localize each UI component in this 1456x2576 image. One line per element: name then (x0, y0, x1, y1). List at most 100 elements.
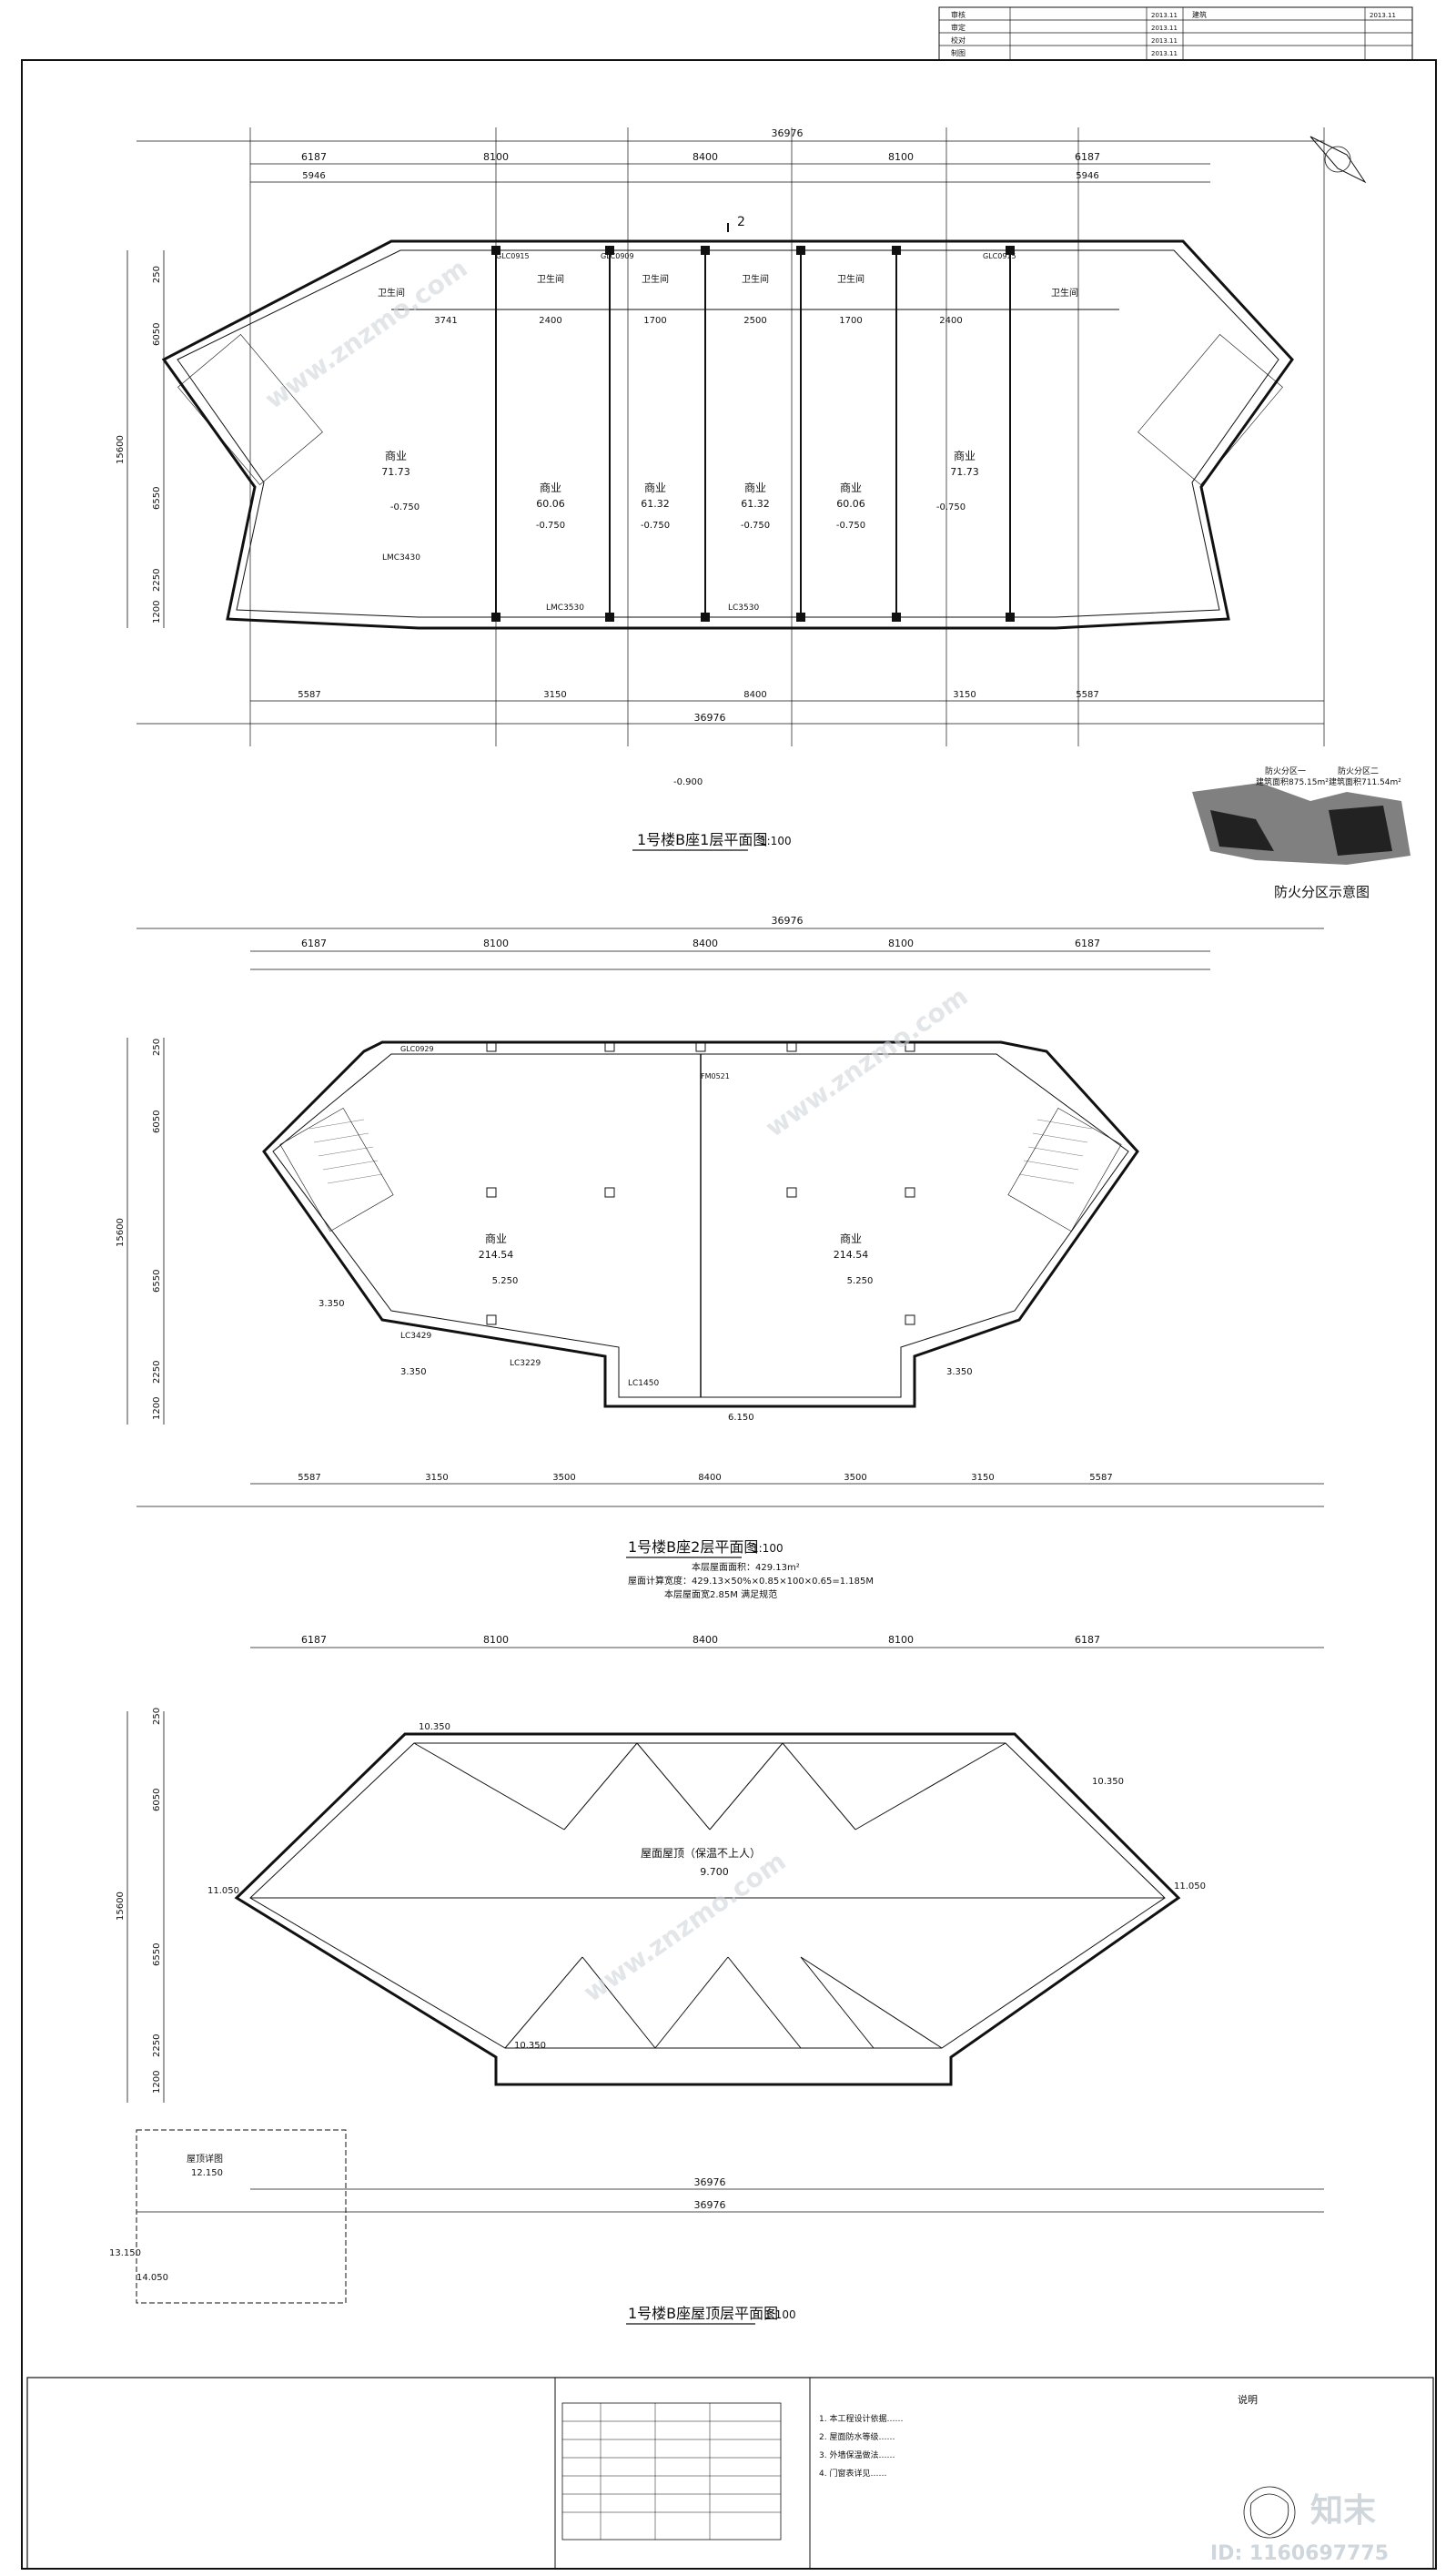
watermark-site-2: www.znzmo.com (578, 1846, 791, 2008)
p1-bay-dim-1: 2400 (539, 316, 561, 326)
p1-toilet-0: 卫生间 (537, 273, 564, 285)
p1-section-tag: 2 (737, 215, 745, 229)
p3-top-dim-3: 8100 (888, 1634, 914, 1646)
site-key-icon (1243, 2486, 1296, 2539)
watermark-site-1: www.znzmo.com (760, 981, 973, 1143)
p1-sub-dim-0: 5946 (302, 171, 325, 181)
svg-text:商业: 商业 (840, 481, 862, 494)
p2-note2: 屋面计算宽度：429.13×50%×0.85×100×0.65=1.185M (628, 1575, 874, 1587)
p2-left-dim-2: 6550 (152, 1270, 162, 1293)
fz-zone2-area: 建筑面积711.54m² (1329, 776, 1401, 787)
p3-level-4: 10.350 (514, 2041, 546, 2051)
p1-bay-dim-3: 2500 (743, 316, 766, 326)
p1-window-tag-0: GLC0915 (496, 252, 530, 260)
svg-text:71.73: 71.73 (381, 466, 410, 478)
p1-bay-dim-0: 3741 (434, 316, 457, 326)
p1-top-dim-2: 8400 (693, 151, 718, 163)
p2-tag-0: LC3429 (400, 1332, 431, 1341)
p2-note1: 本层屋面面积：429.13m² (692, 1561, 800, 1573)
p2-left-dim-3: 15600 (116, 1218, 126, 1247)
tb-right-date: 2013.11 (1370, 12, 1396, 19)
p1-bottom-dim-1: 3150 (543, 690, 566, 700)
title-block: 审核 2013.11 审定 2013.11 校对 2013.11 制图 2013… (938, 6, 1413, 61)
p1-left-dim-3: 15600 (116, 435, 126, 464)
svg-text:60.06: 60.06 (836, 498, 865, 510)
p2-top-dim-0: 6187 (301, 938, 327, 949)
svg-text:商业: 商业 (385, 449, 407, 462)
watermark-brand: 知末 (1310, 2492, 1376, 2530)
p3-left-dim-5: 1200 (152, 2071, 162, 2094)
svg-text:5.250: 5.250 (847, 1276, 874, 1286)
p3-detail-title: 屋顶详图 (187, 2153, 223, 2165)
p2-top-dim-3: 8100 (888, 938, 914, 949)
tb-role-1: 审定 (951, 23, 966, 32)
svg-text:商业: 商业 (540, 481, 561, 494)
p2-level-0: 3.350 (318, 1299, 345, 1309)
p2-left-dim-4: 2250 (152, 1361, 162, 1384)
p1-title: 1号楼B座1层平面图 (637, 831, 767, 848)
tb-date-3: 2013.11 (1151, 50, 1178, 57)
svg-text:商业: 商业 (954, 449, 976, 462)
svg-text:-0.750: -0.750 (936, 502, 966, 512)
fz-title: 防火分区示意图 (1274, 884, 1370, 900)
p2-bottom-dim-1: 3150 (425, 1473, 448, 1483)
p1-window-tag-5: LC3530 (728, 603, 759, 613)
p1-overall-dim-bottom: 36976 (694, 712, 726, 724)
p3-level-5: 12.150 (191, 2168, 223, 2178)
p1-room-3: 商业 61.32 -0.750 (741, 481, 770, 531)
p1-toilet-2: 卫生间 (742, 273, 769, 285)
svg-text:214.54: 214.54 (479, 1249, 514, 1261)
tb-date-2: 2013.11 (1151, 37, 1178, 45)
tb-right-label: 建筑 (1192, 10, 1207, 19)
p2-room-0: 商业 214.54 5.250 (479, 1232, 519, 1286)
p3-level-7: 13.150 (109, 2248, 141, 2258)
p2-bottom-dim-3: 8400 (698, 1473, 721, 1483)
legend-table (561, 2402, 782, 2541)
p3-level-1: 11.050 (207, 1886, 239, 1896)
p2-tag-1: LC3229 (510, 1359, 541, 1368)
p1-bay-dim-2: 1700 (643, 316, 666, 326)
p1-window-tag-3: LMC3430 (382, 553, 420, 563)
p3-overall-dim: 36976 (694, 2176, 726, 2188)
p1-top-dim-3: 8100 (888, 151, 914, 163)
tb-role-3: 制图 (951, 48, 966, 57)
p3-roof-label: 屋面屋顶（保温不上人） (641, 1847, 761, 1860)
p2-bottom-dim-4: 3500 (844, 1473, 866, 1483)
plan1: 36976 6187 8100 8400 8100 6187 5946 5946 (116, 127, 1325, 851)
p3-left-dim-2: 15600 (116, 1891, 126, 1921)
p3-top-dim-4: 6187 (1075, 1634, 1100, 1646)
p1-toilet-1: 卫生间 (642, 273, 669, 285)
p3-detail-box (136, 2129, 347, 2304)
svg-text:-0.750: -0.750 (741, 521, 770, 531)
p3-left-dim-1: 6050 (152, 1789, 162, 1811)
p1-top-dim-1: 8100 (483, 151, 509, 163)
p2-top-dim-1: 8100 (483, 938, 509, 949)
p2-title: 1号楼B座2层平面图 (628, 1538, 758, 1556)
p1-sub-dim-1: 5946 (1076, 171, 1098, 181)
p3-left-dim-3: 6550 (152, 1943, 162, 1966)
p2-tag-3: GLC0929 (400, 1045, 434, 1053)
p1-left-dim-1: 6050 (152, 323, 162, 346)
p3-level-3: 11.050 (1174, 1881, 1206, 1891)
p1-room-5: 商业 71.73 -0.750 (936, 449, 979, 512)
p2-tag-2: LC1450 (628, 1379, 659, 1388)
p2-bottom-dim-5: 3150 (971, 1473, 994, 1483)
svg-text:商业: 商业 (485, 1232, 507, 1245)
notes-line-0: 1. 本工程设计依据…… (819, 2413, 903, 2424)
watermark: 知末 ID: 1160697775 www.znzmo.com www.znzm… (259, 253, 1389, 2565)
p1-window-tag-1: GLC0909 (601, 252, 634, 260)
p2-tag-4: FM0521 (701, 1072, 730, 1080)
p1-overall-dim: 36976 (772, 127, 804, 139)
p2-overall-dim: 36976 (772, 915, 804, 927)
p1-left-dim-5: 1200 (152, 601, 162, 624)
svg-text:商业: 商业 (744, 481, 766, 494)
svg-text:214.54: 214.54 (834, 1249, 869, 1261)
notes-line-2: 3. 外墙保温做法…… (819, 2449, 895, 2460)
plan2: 36976 6187 8100 8400 8100 6187 (116, 915, 1324, 1600)
svg-text:60.06: 60.06 (536, 498, 565, 510)
svg-text:71.73: 71.73 (950, 466, 979, 478)
p3-level-6: 14.050 (136, 2273, 168, 2283)
fz-zone1: 防火分区一 (1265, 766, 1306, 776)
p3-top-dim-2: 8400 (693, 1634, 718, 1646)
p3-level-2: 10.350 (1092, 1777, 1124, 1787)
